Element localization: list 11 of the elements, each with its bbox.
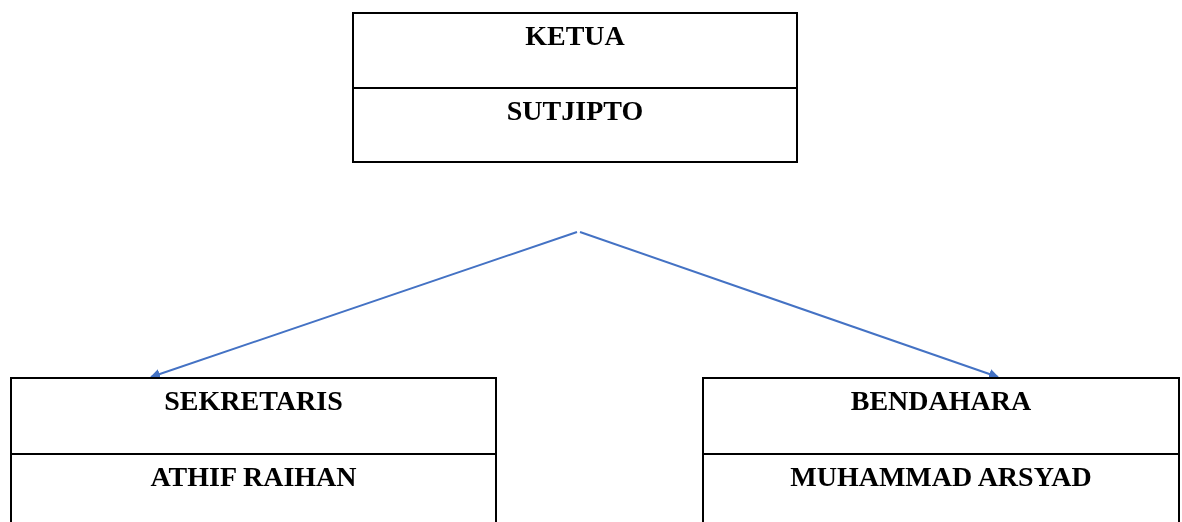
role-title: KETUA	[525, 20, 625, 52]
role-title: SEKRETARIS	[164, 385, 343, 417]
person-name: SUTJIPTO	[506, 95, 644, 127]
arrow	[150, 231, 578, 379]
person-name: MUHAMMAD ARSYAD	[790, 461, 1092, 493]
org-box	[702, 377, 1180, 522]
role-title: BENDAHARA	[850, 385, 1032, 417]
org-box	[352, 12, 798, 163]
person-name: ATHIF RAIHAN	[150, 461, 357, 493]
arrow	[579, 231, 999, 379]
org-box	[10, 377, 497, 522]
